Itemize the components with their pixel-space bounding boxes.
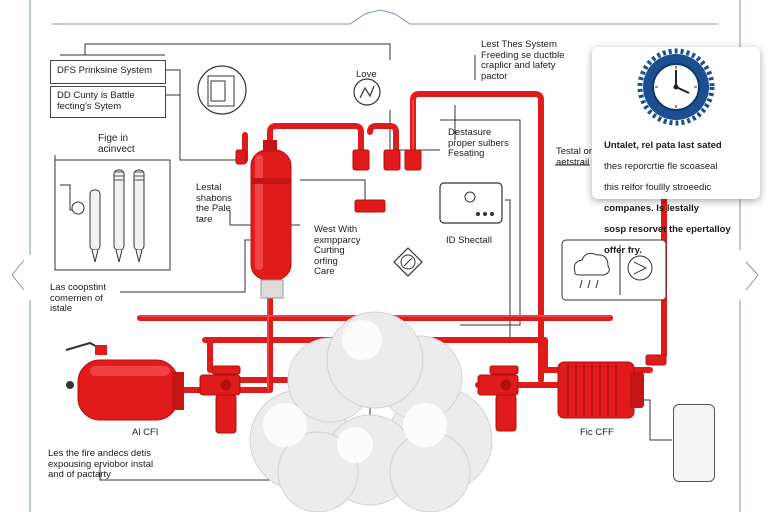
diamond-gauge-icon (393, 247, 423, 277)
extinguisher-cylinder (250, 140, 292, 299)
outer-frame (11, 0, 759, 512)
cooling-label: Las coopstint comernen of istale (50, 282, 106, 314)
gauge-icon (637, 48, 715, 126)
cloud-highlights (263, 320, 447, 463)
al-cfi-label: Al CFI (132, 427, 159, 438)
callout-text: Untalet, rel pata last sated thes reporc… (604, 130, 754, 256)
callout-line-2: thes reporcrtie fle scoaseal (604, 160, 718, 172)
callout-title: Untalet, rel pata last sated (604, 139, 722, 151)
right-valve-cluster (477, 365, 519, 432)
left-valve-cluster (199, 365, 241, 434)
bottom-left-note: Les the fire andecs detis expousing ervi… (48, 448, 154, 480)
weather-panel (561, 239, 667, 301)
destasure-label: Destasure proper sulbers Fesating (448, 127, 509, 159)
callout-line-5: sosp resorvet the epertalloy (604, 223, 731, 235)
info-box-county-label: DD Cunty is Battle fecting's Sytem (57, 90, 135, 112)
callout-card: Untalet, rel pata last sated thes reporc… (592, 47, 760, 255)
love-label: Love (356, 69, 377, 80)
sprinkler-tubes (71, 169, 145, 263)
fire-in-label: Fige in acinvect (98, 133, 135, 155)
info-box-system-label: DFS Prinksine System (57, 65, 153, 76)
fic-cff-label: Fic CFF (580, 427, 614, 438)
lest-thes-label: Lest Thes System Freeding se ductble cra… (481, 39, 565, 82)
lestal-label: Lestal shabons the Pale tare (196, 182, 232, 225)
callout-line-6: offer fry. (604, 244, 642, 256)
callout-line-4: companes. Is lestally (604, 202, 700, 214)
right-pump (557, 361, 644, 419)
info-box-system: DFS Prinksine System (50, 60, 166, 84)
info-box-county: DD Cunty is Battle fecting's Sytem (50, 86, 166, 118)
testal-label: Testal or aetstrail (556, 146, 592, 168)
id-shectall-label: ID Shectall (446, 235, 492, 246)
callout-line-3: this relfor foullly stroeedic (604, 181, 712, 193)
love-icon (353, 78, 381, 106)
left-tank (65, 341, 184, 421)
appliance-icon (197, 65, 247, 115)
remote-control (673, 404, 715, 482)
west-with-label: West With exmpparcy Curting orfing Care (314, 224, 361, 277)
valves (235, 149, 667, 366)
id-panel-device (439, 182, 503, 224)
